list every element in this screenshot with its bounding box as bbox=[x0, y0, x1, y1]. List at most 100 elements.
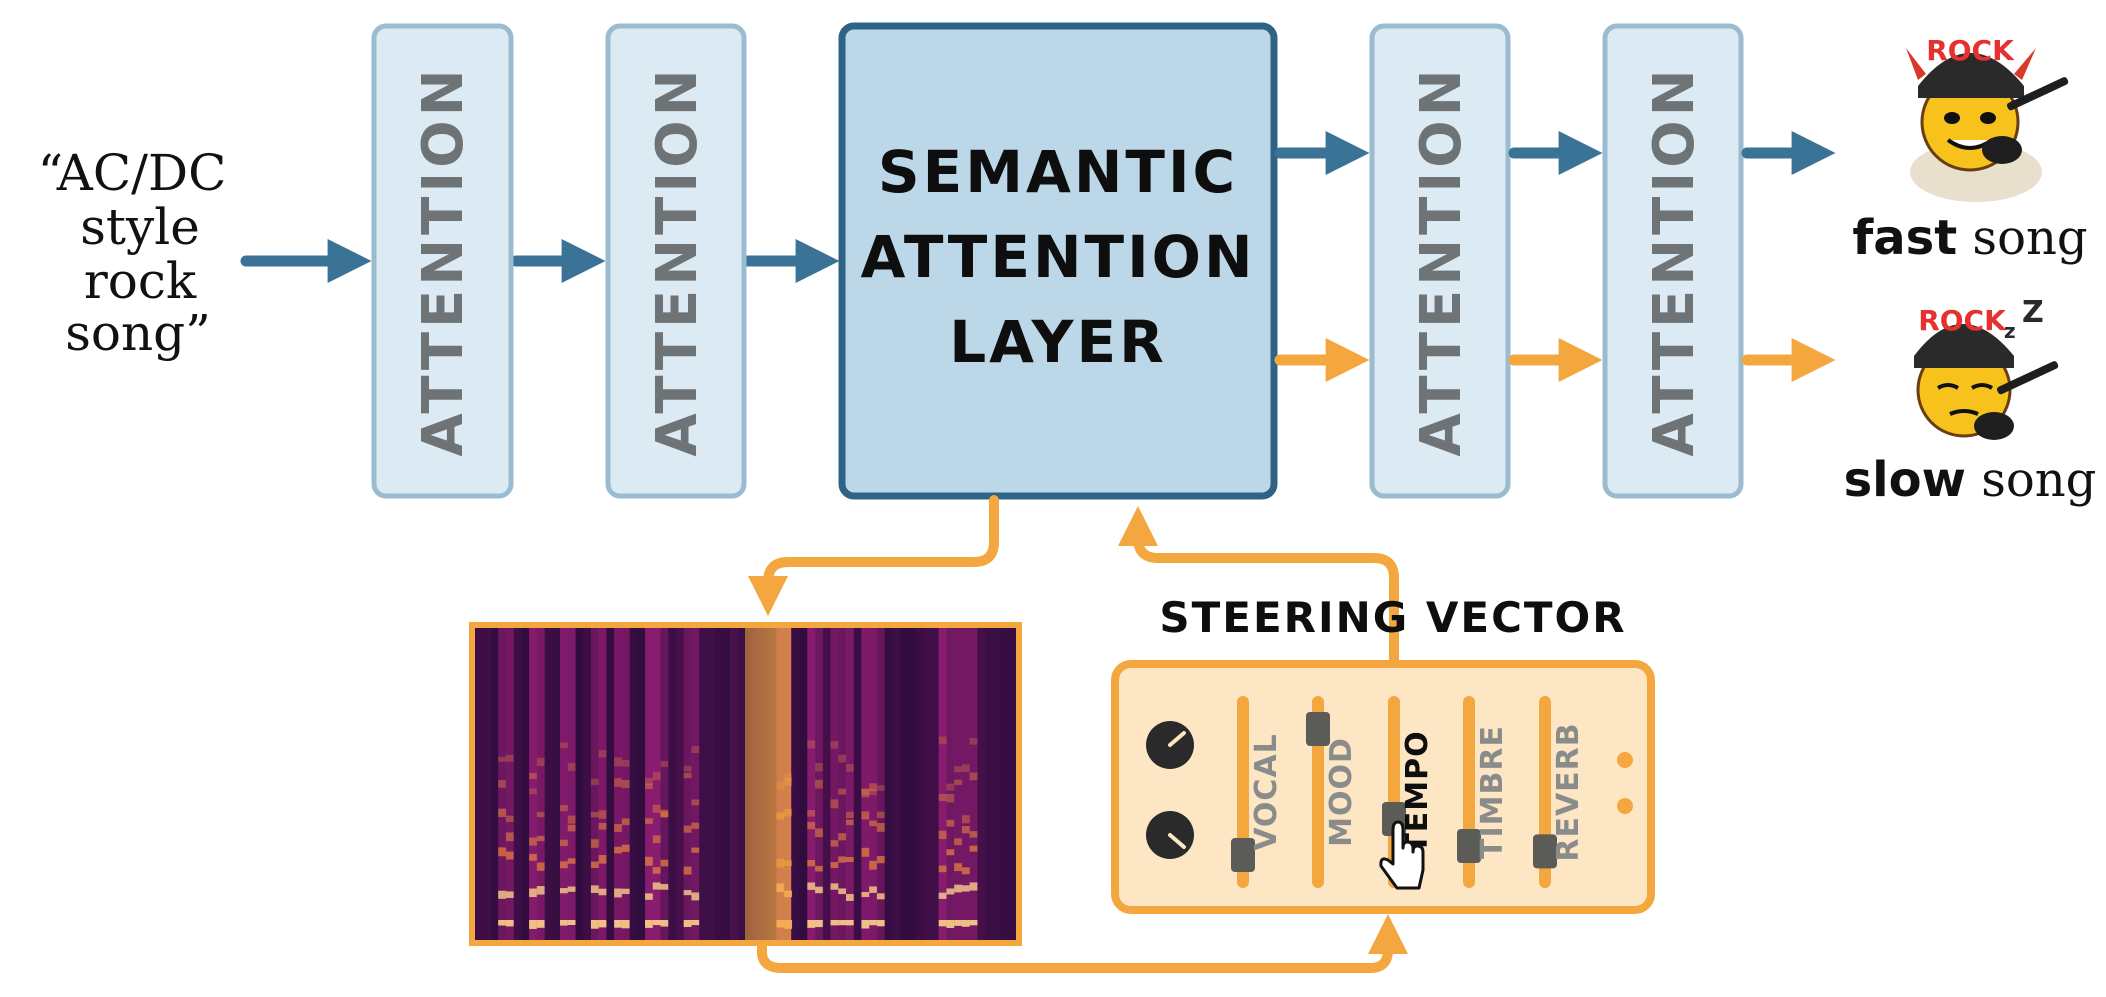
spectrogram-harmonic bbox=[876, 920, 886, 927]
slider-tempo[interactable]: TEMPO bbox=[1382, 696, 1435, 888]
spectrogram-harmonic bbox=[614, 824, 623, 832]
spectrogram-column bbox=[977, 628, 986, 940]
spectrogram-harmonic bbox=[969, 920, 978, 926]
spectrogram-harmonic bbox=[529, 888, 538, 898]
input-prompt-line-3: rock bbox=[84, 252, 197, 310]
spectrogram-harmonic bbox=[954, 779, 963, 785]
spectrogram-harmonic bbox=[683, 866, 692, 875]
spectrogram-column bbox=[799, 628, 808, 940]
spectrogram-column bbox=[490, 628, 499, 940]
output-slow-rest: song bbox=[1966, 452, 2096, 508]
spectrogram-harmonic bbox=[660, 884, 669, 890]
spectrogram-harmonic bbox=[614, 846, 623, 854]
output-slow-badge: ROCK bbox=[1918, 304, 2007, 337]
slider-timbre[interactable]: TIMBRE bbox=[1457, 696, 1510, 888]
spectrogram-harmonic bbox=[876, 811, 886, 819]
output-fast-badge: ROCK bbox=[1926, 34, 2015, 67]
spectrogram-harmonic bbox=[838, 833, 847, 841]
steering-loop bbox=[748, 495, 1408, 973]
slider-handle[interactable] bbox=[1457, 829, 1481, 863]
spectrogram-harmonic bbox=[567, 815, 576, 824]
slider-vocal[interactable]: VOCAL bbox=[1231, 696, 1284, 888]
spectrogram-harmonic bbox=[614, 778, 623, 787]
spectrogram-harmonic bbox=[498, 847, 507, 857]
spectrogram-harmonic bbox=[815, 886, 824, 894]
spectrogram-harmonic bbox=[683, 772, 692, 779]
spectrogram-column bbox=[475, 628, 484, 940]
spectrogram-column bbox=[536, 628, 546, 940]
spectrogram-harmonic bbox=[845, 856, 855, 863]
semantic-layer-line-2: ATTENTION bbox=[861, 223, 1256, 291]
spectrogram-harmonic bbox=[954, 920, 963, 926]
spectrogram-column bbox=[907, 628, 917, 940]
spectrogram-harmonic bbox=[961, 867, 971, 875]
spectrogram-harmonic bbox=[660, 859, 669, 867]
spectrogram-harmonic bbox=[946, 819, 955, 827]
spectrogram-harmonic bbox=[621, 818, 631, 826]
spectrogram-harmonic bbox=[598, 750, 607, 758]
spectrogram-harmonic bbox=[652, 882, 661, 890]
slider-mood[interactable]: MOOD bbox=[1306, 696, 1359, 888]
spectrogram-harmonic bbox=[807, 740, 816, 749]
spectrogram-harmonic bbox=[838, 920, 847, 926]
spectrogram-column bbox=[985, 628, 994, 940]
spectrogram-harmonic bbox=[621, 759, 631, 767]
slider-handle[interactable] bbox=[1231, 838, 1255, 872]
spectrogram-harmonic bbox=[954, 838, 963, 846]
spectrogram-harmonic bbox=[876, 856, 886, 864]
spectrogram-harmonic bbox=[567, 858, 576, 864]
spectrogram-harmonic bbox=[845, 811, 855, 818]
spectrogram-column bbox=[946, 628, 955, 940]
slider-reverb[interactable]: REVERB bbox=[1533, 696, 1586, 888]
output-fast-label: fast song bbox=[1852, 210, 2087, 266]
spectrogram-column bbox=[876, 628, 886, 940]
slider-label-timbre: TIMBRE bbox=[1475, 725, 1510, 859]
spectrogram-harmonic bbox=[536, 757, 546, 767]
spectrogram-column bbox=[815, 628, 824, 940]
spectrogram-harmonic bbox=[645, 777, 654, 786]
spectrogram-column bbox=[560, 628, 569, 940]
spectrogram-harmonic bbox=[529, 772, 538, 780]
spectrogram-harmonic bbox=[621, 844, 631, 852]
spectrogram-harmonic bbox=[807, 859, 816, 867]
spectrogram-harmonic bbox=[691, 892, 700, 901]
spectrogram-column bbox=[822, 628, 832, 940]
spectrogram-harmonic bbox=[590, 920, 600, 929]
spectrogram-harmonic bbox=[590, 861, 600, 869]
rocker-emoji-sleepy-icon: ROCK Z z bbox=[1914, 295, 2059, 440]
spectrogram-harmonic bbox=[961, 764, 971, 773]
spectrogram-harmonic bbox=[876, 785, 886, 791]
spectrogram-harmonic bbox=[869, 886, 878, 893]
spectrogram-harmonic bbox=[660, 760, 669, 767]
attention-block-1-label: ATTENTION bbox=[411, 65, 476, 456]
spectrogram-harmonic bbox=[946, 793, 955, 803]
attention-block-4-label: ATTENTION bbox=[1642, 65, 1707, 456]
spectrogram-harmonic bbox=[830, 862, 839, 869]
spectrogram-column bbox=[969, 628, 978, 940]
spectrogram-column bbox=[722, 628, 731, 940]
slider-handle[interactable] bbox=[1306, 712, 1330, 746]
spectrogram-harmonic bbox=[815, 763, 824, 772]
slider-handle[interactable] bbox=[1533, 834, 1557, 869]
spectrogram-harmonic bbox=[590, 778, 600, 786]
spectrogram-column bbox=[660, 628, 669, 940]
panel-dot-2 bbox=[1617, 798, 1633, 814]
spectrogram-column bbox=[923, 628, 932, 940]
output-fast-rest: song bbox=[1957, 210, 2087, 266]
spectrogram-column bbox=[590, 628, 600, 940]
spectrogram-harmonic bbox=[645, 856, 654, 866]
spectrogram-harmonic bbox=[660, 809, 669, 818]
spectrogram-column bbox=[668, 628, 677, 940]
spectrogram-harmonic bbox=[830, 799, 839, 809]
spectrogram-column bbox=[830, 628, 839, 940]
spectrogram-harmonic bbox=[567, 886, 576, 892]
spectrogram-harmonic bbox=[938, 920, 947, 927]
knob-1[interactable] bbox=[1146, 721, 1194, 769]
rocker-emoji-fast-icon: ROCK bbox=[1906, 34, 2069, 202]
spectrogram-harmonic bbox=[598, 855, 607, 864]
spectrogram-harmonic bbox=[845, 764, 855, 772]
semantic-layer-line-1: SEMANTIC bbox=[878, 138, 1238, 206]
knob-2[interactable] bbox=[1146, 811, 1194, 859]
output-slow: ROCK Z z slow song bbox=[1844, 295, 2097, 508]
